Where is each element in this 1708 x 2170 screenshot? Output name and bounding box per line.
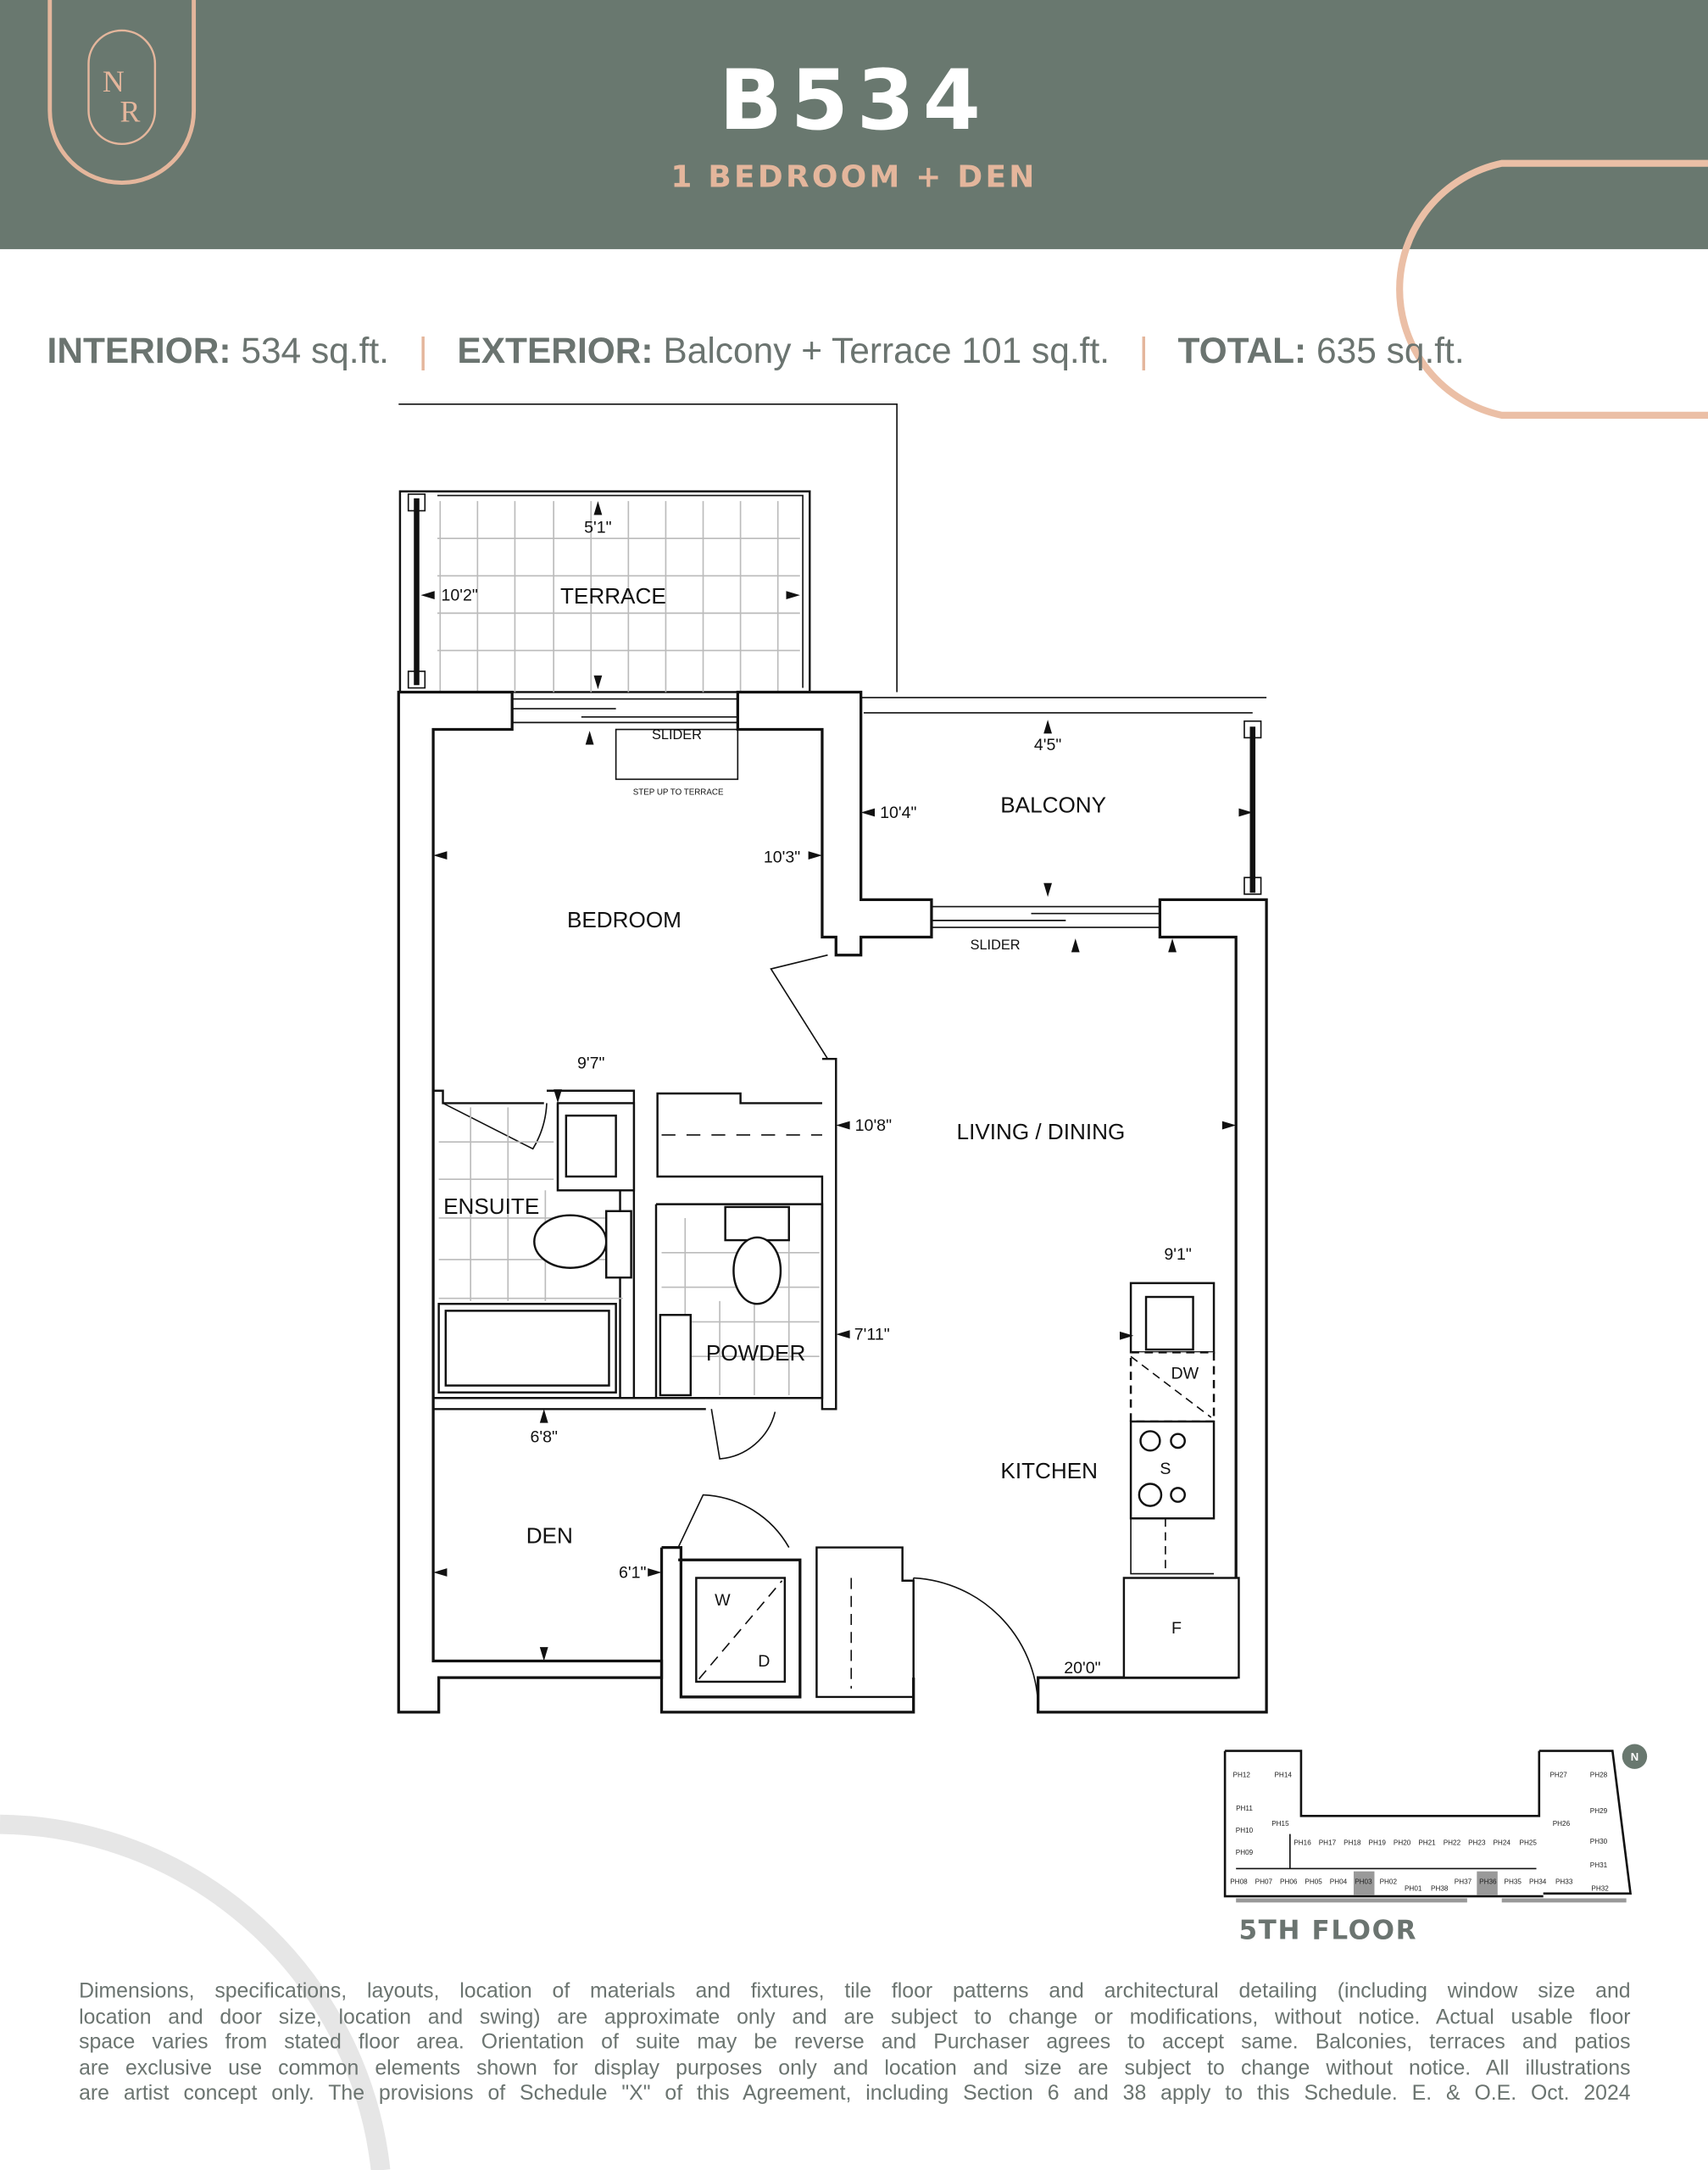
fixture-washer: W bbox=[715, 1591, 731, 1610]
room-label-kitchen: KITCHEN bbox=[1000, 1458, 1098, 1483]
exterior-label: EXTERIOR: bbox=[457, 329, 654, 371]
room-label-powder: POWDER bbox=[706, 1340, 806, 1366]
disclaimer-line: are artist concept only. The provisions … bbox=[79, 2082, 1631, 2106]
key-plan-unit-ph10: PH10 bbox=[1236, 1827, 1254, 1834]
north-compass-icon bbox=[1622, 1744, 1648, 1769]
key-plan-unit-ph02: PH02 bbox=[1380, 1878, 1398, 1885]
disclaimer-line: are exclusive use common elements shown … bbox=[79, 2056, 1631, 2080]
key-plan-unit-ph37: PH37 bbox=[1455, 1878, 1472, 1885]
room-label-ensuite: ENSUITE bbox=[443, 1194, 539, 1219]
dim-powder-width: 7'11" bbox=[854, 1326, 890, 1344]
key-plan-unit-ph04: PH04 bbox=[1330, 1878, 1348, 1885]
room-label-bedroom: BEDROOM bbox=[567, 907, 682, 932]
slider-note-living: SLIDER bbox=[971, 938, 1021, 953]
key-plan-unit-ph28: PH28 bbox=[1590, 1772, 1608, 1779]
highlight-ph03 bbox=[1353, 1871, 1375, 1895]
key-plan-unit-ph35: PH35 bbox=[1505, 1878, 1522, 1885]
key-plan-unit-ph22: PH22 bbox=[1444, 1839, 1461, 1847]
key-plan-unit-ph23: PH23 bbox=[1468, 1839, 1486, 1847]
decor-arc-right bbox=[1396, 159, 1708, 419]
key-plan-unit-ph01: PH01 bbox=[1405, 1885, 1422, 1893]
disclaimer-line: space varies from stated floor area. Ori… bbox=[79, 2030, 1631, 2055]
room-label-balcony: BALCONY bbox=[1000, 793, 1106, 818]
disclaimer-line: Dimensions, specifications, layouts, loc… bbox=[79, 1979, 1631, 2003]
divider: | bbox=[418, 329, 428, 371]
slider-note-bedroom: SLIDER bbox=[652, 727, 702, 743]
area-summary: INTERIOR: 534 sq.ft. | EXTERIOR: Balcony… bbox=[47, 330, 1465, 373]
header-band bbox=[0, 0, 1708, 249]
room-label-terrace: TERRACE bbox=[560, 583, 666, 609]
step-up-note: STEP UP TO TERRACE bbox=[633, 787, 724, 797]
key-plan-unit-ph38: PH38 bbox=[1431, 1885, 1449, 1893]
fixture-dryer: D bbox=[758, 1652, 770, 1671]
key-plan-unit-ph32: PH32 bbox=[1591, 1885, 1609, 1893]
unit-title: B534 bbox=[719, 53, 989, 150]
compass-letter: N bbox=[1631, 1750, 1638, 1763]
key-plan-unit-ph25: PH25 bbox=[1520, 1839, 1538, 1847]
key-plan-unit-ph29: PH29 bbox=[1590, 1807, 1608, 1815]
room-label-living-dining: LIVING / DINING bbox=[957, 1119, 1126, 1144]
dim-bedroom-depth: 9'7" bbox=[577, 1054, 605, 1073]
dim-terrace-width: 10'2" bbox=[441, 587, 477, 605]
dim-kitchen-width: 9'1" bbox=[1164, 1245, 1192, 1264]
key-plan-unit-ph21: PH21 bbox=[1418, 1839, 1436, 1847]
unit-type: 1 BEDROOM + DEN bbox=[670, 160, 1038, 196]
key-plan-unit-ph14: PH14 bbox=[1274, 1772, 1292, 1779]
total-value: 635 sq.ft. bbox=[1316, 329, 1465, 371]
interior-value: 534 sq.ft. bbox=[241, 329, 389, 371]
key-plan-unit-ph18: PH18 bbox=[1344, 1839, 1361, 1847]
key-plan-unit-ph06: PH06 bbox=[1280, 1878, 1298, 1885]
dim-balcony-depth: 4'5" bbox=[1034, 736, 1062, 754]
dim-living-width: 10'8" bbox=[855, 1116, 892, 1135]
dim-den-depth: 6'8" bbox=[530, 1427, 558, 1446]
total-label: TOTAL: bbox=[1177, 329, 1307, 371]
key-plan-unit-ph26: PH26 bbox=[1553, 1820, 1571, 1828]
key-plan-unit-ph30: PH30 bbox=[1590, 1838, 1608, 1845]
divider: | bbox=[1138, 329, 1149, 371]
fixture-dishwasher: DW bbox=[1171, 1364, 1199, 1383]
dim-den-width: 6'1" bbox=[619, 1564, 647, 1583]
floor-label: 5TH FLOOR bbox=[1238, 1915, 1418, 1946]
highlight-ph36 bbox=[1477, 1871, 1498, 1895]
dim-terrace-depth: 5'1" bbox=[584, 519, 612, 537]
interior-label: INTERIOR: bbox=[47, 329, 231, 371]
key-plan-unit-ph36: PH36 bbox=[1479, 1878, 1497, 1885]
key-plan-unit-ph34: PH34 bbox=[1529, 1878, 1547, 1885]
key-plan-unit-ph27: PH27 bbox=[1549, 1772, 1567, 1779]
fixture-fridge: F bbox=[1171, 1619, 1182, 1638]
dim-living-depth: 20'0" bbox=[1064, 1659, 1100, 1678]
svg-text:R: R bbox=[120, 95, 141, 129]
key-plan-unit-ph24: PH24 bbox=[1493, 1839, 1510, 1847]
exterior-value: Balcony + Terrace 101 sq.ft. bbox=[663, 329, 1110, 371]
key-plan-unit-ph16: PH16 bbox=[1294, 1839, 1311, 1847]
fixture-stove: S bbox=[1160, 1460, 1171, 1478]
key-plan-unit-ph12: PH12 bbox=[1233, 1772, 1251, 1779]
key-plan-unit-ph05: PH05 bbox=[1305, 1878, 1322, 1885]
key-plan-unit-ph33: PH33 bbox=[1555, 1878, 1573, 1885]
key-plan-unit-ph11: PH11 bbox=[1236, 1805, 1253, 1812]
dim-bedroom-width: 10'3" bbox=[764, 848, 800, 866]
key-plan-unit-ph15: PH15 bbox=[1271, 1820, 1289, 1828]
room-label-den: DEN bbox=[526, 1523, 573, 1549]
svg-text:N: N bbox=[103, 64, 125, 98]
key-plan-unit-ph03: PH03 bbox=[1355, 1878, 1372, 1885]
key-plan-unit-ph08: PH08 bbox=[1230, 1878, 1248, 1885]
key-plan-unit-ph09: PH09 bbox=[1236, 1849, 1254, 1856]
key-plan-unit-ph17: PH17 bbox=[1319, 1839, 1337, 1847]
decor-arc-left bbox=[0, 1814, 391, 2170]
key-plan-unit-ph07: PH07 bbox=[1255, 1878, 1273, 1885]
key-plan-unit-ph20: PH20 bbox=[1394, 1839, 1411, 1847]
dim-balcony-width: 10'4" bbox=[880, 804, 916, 822]
terrace-tiles bbox=[437, 501, 800, 693]
disclaimer-line: location and door size, location and swi… bbox=[79, 2005, 1631, 2029]
disclaimer: Dimensions, specifications, layouts, loc… bbox=[79, 1979, 1630, 2108]
key-plan-unit-ph19: PH19 bbox=[1369, 1839, 1387, 1847]
key-plan-unit-ph31: PH31 bbox=[1590, 1861, 1608, 1869]
logo: N R bbox=[47, 0, 197, 185]
